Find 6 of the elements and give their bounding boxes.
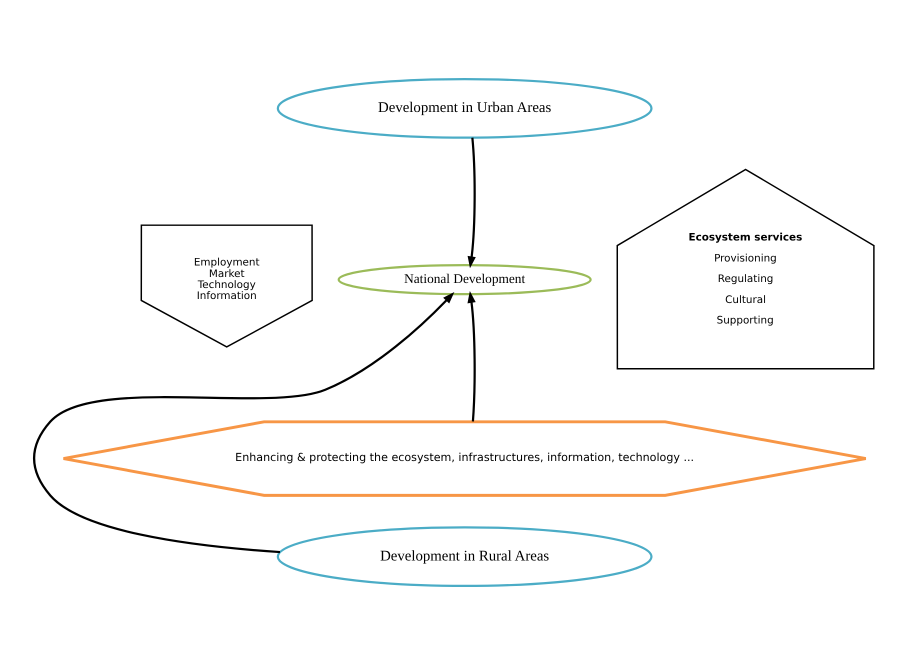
arrow	[467, 137, 476, 268]
node-ellipse: Development in Rural Areas	[276, 526, 652, 587]
arrow	[466, 290, 476, 422]
arrow	[32, 291, 454, 553]
node-ellipse: National Development	[337, 264, 592, 295]
node-ellipse: Development in Urban Areas	[276, 77, 652, 138]
